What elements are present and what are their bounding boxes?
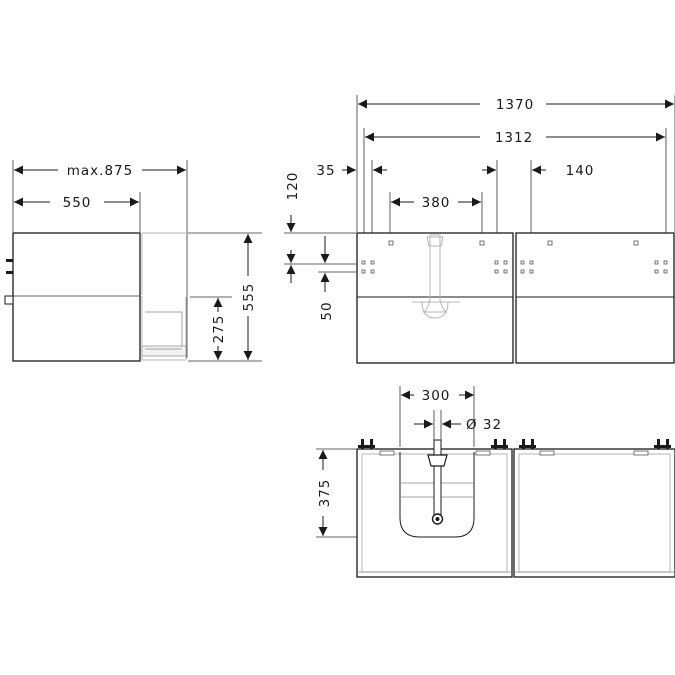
front-view: 1370 1312 35 140 380 120 xyxy=(284,95,675,364)
dimension-height: 555 xyxy=(241,234,257,360)
wall-bracket xyxy=(4,259,14,305)
cabinet-top-right xyxy=(513,448,675,578)
extended-drawer xyxy=(141,232,188,361)
dimension-right-offset: 140 xyxy=(482,163,595,179)
siphon-outline xyxy=(412,234,460,319)
dimension-hole-spacing: 380 xyxy=(391,195,481,211)
cabinet-front-right xyxy=(515,232,675,364)
dimension-max-depth: max.875 xyxy=(14,163,186,179)
dim-label-max-depth: max.875 xyxy=(67,163,133,179)
dim-label-drawer-height: 275 xyxy=(211,315,227,344)
dimension-depth: 550 xyxy=(14,195,139,211)
basin-cutout xyxy=(399,452,475,538)
dimension-top-depth: 375 xyxy=(317,450,333,536)
dimension-top-offset: 120 xyxy=(285,172,301,232)
dimension-drawer-height: 275 xyxy=(211,298,227,360)
dim-label-hole-spacing: 380 xyxy=(422,195,451,211)
side-view: max.875 550 xyxy=(4,160,262,362)
dim-label-pipe-diameter: Ø 32 xyxy=(466,417,502,433)
dimension-hole-gap: 50 xyxy=(319,236,335,321)
dim-label-edge-offset: 35 xyxy=(316,163,335,179)
mounting-holes xyxy=(361,240,668,274)
dimension-inner-width: 1312 xyxy=(365,130,665,146)
dim-label-top-depth: 375 xyxy=(317,479,333,508)
dim-label-right-offset: 140 xyxy=(566,163,595,179)
dim-label-inner-width: 1312 xyxy=(495,130,533,146)
dimension-pipe-diameter: Ø 32 xyxy=(414,417,502,433)
dim-label-height: 555 xyxy=(241,283,257,312)
dim-label-hole-gap: 50 xyxy=(319,301,335,320)
cabinet-side-body xyxy=(12,232,141,362)
dim-label-top-offset: 120 xyxy=(285,172,301,201)
cabinet-front-left xyxy=(356,232,514,364)
dim-label-centre-offset: 300 xyxy=(422,388,451,404)
top-hinges xyxy=(379,450,649,456)
dimension-total-width: 1370 xyxy=(358,97,674,113)
dimension-edge-offset: 35 xyxy=(316,163,387,179)
drain-pipe xyxy=(427,439,448,525)
dim-label-depth: 550 xyxy=(63,195,92,211)
top-view: 300 Ø 32 375 xyxy=(316,386,675,578)
top-brackets xyxy=(358,439,671,449)
dimension-centre-offset: 300 xyxy=(401,388,474,404)
dim-label-total-width: 1370 xyxy=(496,97,534,113)
